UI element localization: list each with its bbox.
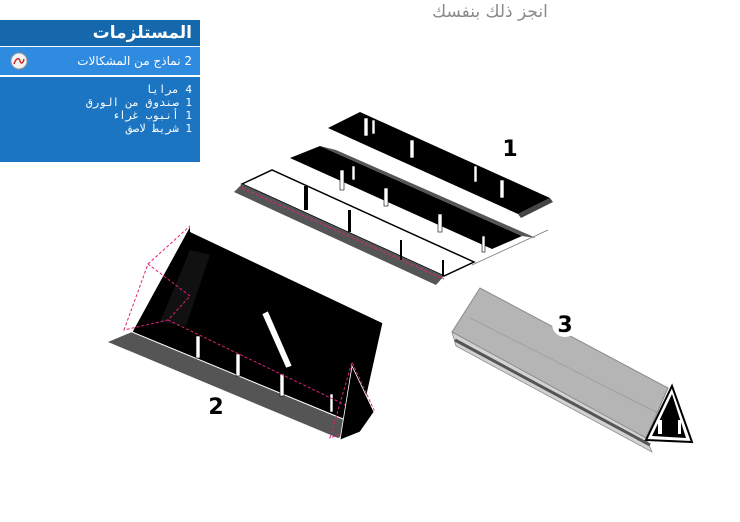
material-item: 1 صندوق من الورق <box>86 96 192 109</box>
materials-list: 4 مرايا 1 صندوق من الورق 1 أنبوب غراء 1 … <box>0 77 200 135</box>
material-item: 1 شريط لاصق <box>125 122 192 135</box>
material-item: 4 مرايا <box>145 83 192 96</box>
step-number-1: 1 <box>502 137 517 162</box>
step-number-2-text: 2 <box>208 395 223 420</box>
pdf-icon <box>10 52 28 70</box>
step-number-3: 3 <box>552 311 578 338</box>
step-number-2: 2 <box>202 392 230 420</box>
mirror-strip <box>290 146 522 249</box>
step-1-strips <box>234 112 553 285</box>
materials-panel: المستلزمات 2 نماذج من المشكالات 4 مرايا … <box>0 20 200 162</box>
page-title: انجز ذلك بنفسك <box>432 2 548 22</box>
step-number-3-text: 3 <box>557 313 572 338</box>
step-2-folded-mirrors <box>108 225 385 441</box>
step-3-tube <box>451 287 694 453</box>
mirror-strip <box>328 112 550 214</box>
material-item: 1 أنبوب غراء <box>112 109 192 122</box>
templates-link[interactable]: 2 نماذج من المشكالات <box>0 47 200 77</box>
tube-body <box>451 287 669 439</box>
panel-heading: المستلزمات <box>0 20 200 47</box>
templates-link-label: 2 نماذج من المشكالات <box>77 54 192 68</box>
